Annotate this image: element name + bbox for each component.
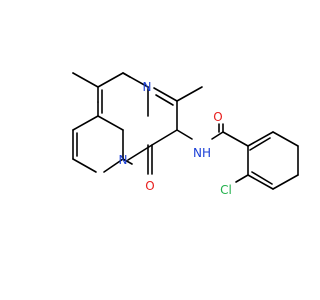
amide-nh: NH — [193, 146, 211, 160]
ring-nitrogen-bottom: N — [119, 153, 128, 167]
ring-carbonyl-oxygen: O — [145, 179, 154, 193]
molecule-structure: N N NH O O Cl — [72, 72, 299, 197]
chlorine-atom: Cl — [220, 183, 232, 197]
ring-nitrogen-top: N — [143, 80, 152, 94]
bond-lines — [72, 72, 299, 190]
amide-carbonyl-oxygen: O — [213, 110, 222, 124]
